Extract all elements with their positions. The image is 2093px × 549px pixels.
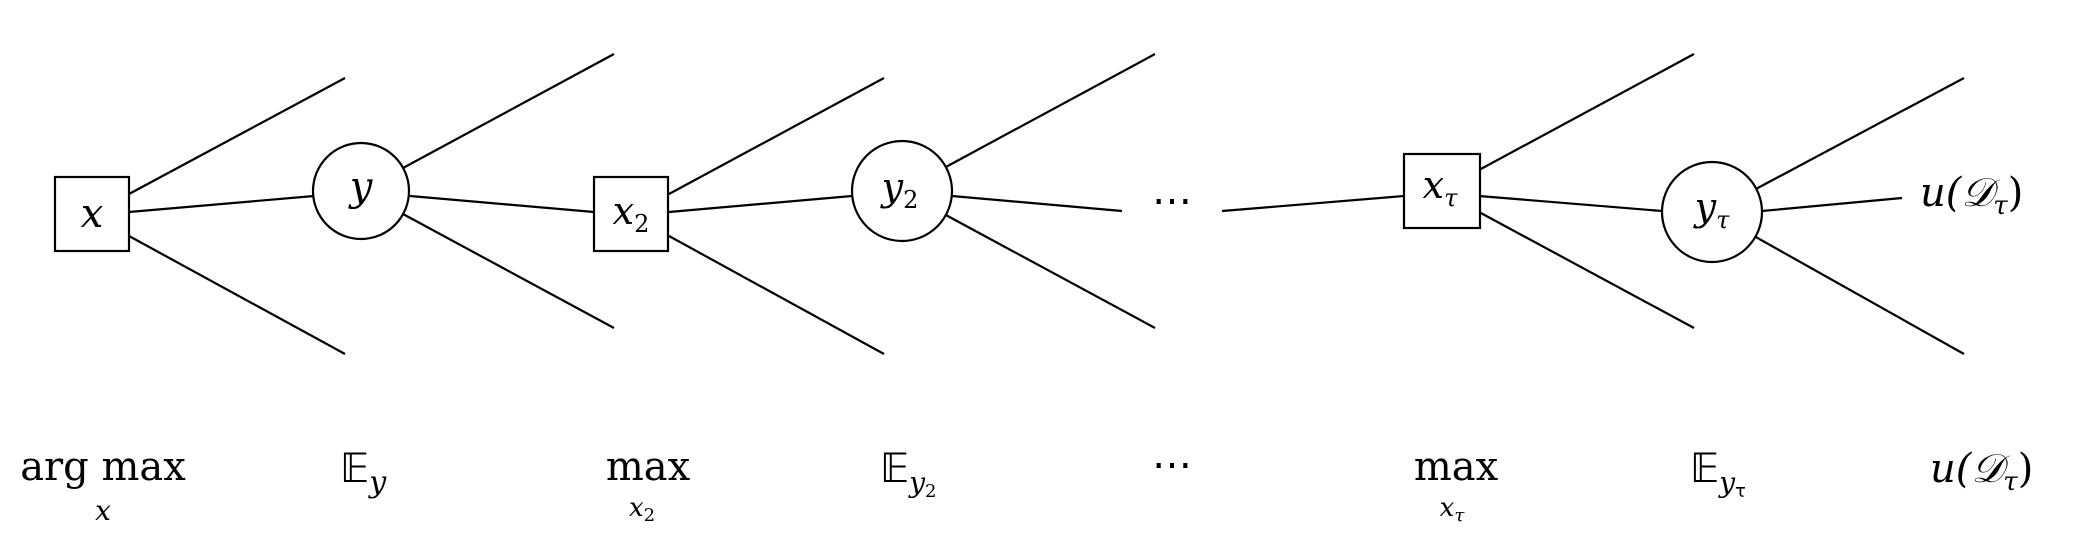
edges-xtau [1478,53,1695,329]
operator-max-x2: max x2 [606,444,691,526]
edges-dots [1221,194,1405,213]
operator-max-xtau-label: max [1414,444,1499,490]
node-label-y: y [348,164,374,210]
node-label-xtau: xτ [1423,163,1458,212]
node-label-x: x [81,191,104,237]
ellipsis-node: ⋯ [1152,178,1192,224]
decision-node-x2: x2 [592,175,670,253]
chance-node-ytau: yτ [1660,160,1764,264]
operator-argmax: arg max x [20,444,186,527]
operator-expectation-ytau: 𝔼yτ [1690,446,1746,502]
edges-y2 [943,53,1156,329]
operator-max-xtau-var: xτ [1440,493,1466,526]
node-label-x2: x2 [613,189,650,238]
edges-x2 [668,77,885,355]
chance-node-y2: y2 [850,139,954,243]
edges-ytau [1753,77,1965,355]
operator-utility: u(𝒟τ) [1930,446,2033,497]
edges-x [128,77,346,355]
utility-leaf: u(𝒟τ) [1920,170,2023,221]
operator-expectation-y2: 𝔼y2 [880,446,936,502]
decision-node-x: x [53,175,131,253]
operator-ellipsis: ⋯ [1152,442,1192,488]
operator-argmax-var: x [95,494,111,527]
operator-argmax-label: arg max [20,444,186,490]
operator-expectation-y: 𝔼y [340,446,387,500]
node-label-y2: y2 [880,165,919,214]
node-label-ytau: yτ [1693,185,1730,234]
decision-node-xtau: xτ [1402,152,1482,230]
chance-node-y: y [311,141,411,241]
operator-max-x2-var: x2 [629,493,655,526]
operator-max-x2-label: max [606,444,691,490]
operator-max-xtau: max xτ [1414,444,1499,526]
edges-y [402,53,615,329]
